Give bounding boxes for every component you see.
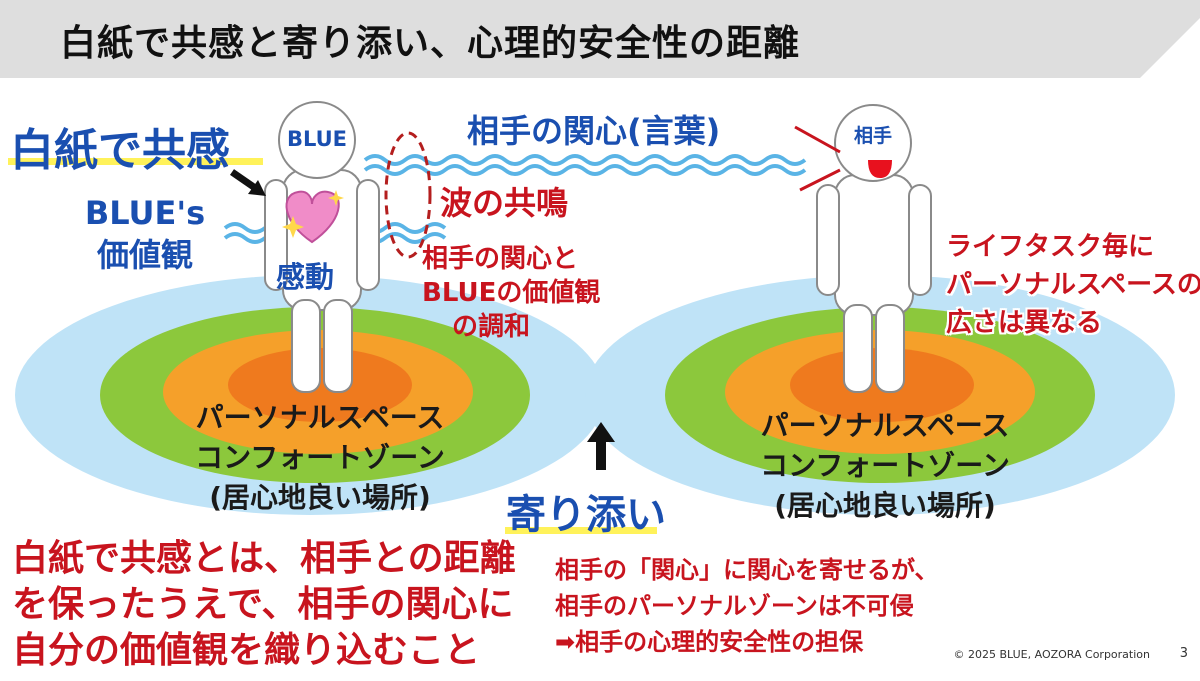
blue-head-label: BLUE: [286, 127, 348, 151]
underline-yorisoi: [505, 527, 657, 534]
harmony-line-3: の調和: [452, 312, 531, 342]
zone-right-line-1: パーソナルスペース: [760, 409, 1010, 442]
lifestage-label: ライフタスク毎に パーソナルスペースの 広さは異なる: [946, 228, 1200, 342]
kandou-label: 感動: [276, 260, 335, 294]
up-arrow-icon: [587, 422, 615, 470]
partner-interest-label: 相手の関心(言葉): [467, 112, 721, 150]
zone-label-right: パーソナルスペース コンフォートゾーン (居心地良い場所): [720, 406, 1050, 526]
blue-values-label: BLUE's 価値観: [60, 192, 230, 276]
definition-line-1: 白紙で共感とは、相手との距離: [12, 538, 516, 579]
zone-left-line-2: コンフォートゾーン: [195, 441, 445, 474]
wave-resonance-label: 波の共鳴: [440, 184, 569, 222]
resonance-dashed-ellipse: [384, 131, 432, 259]
blank-empathy-heading: 白紙で共感: [10, 125, 230, 176]
blue-values-line-1: BLUE's: [84, 194, 206, 232]
harmony-line-2: BLUEの価値観: [422, 278, 601, 308]
sparkle-icon: [282, 216, 304, 238]
lifestage-line-2: パーソナルスペースの: [946, 270, 1200, 300]
zone-left-line-1: パーソナルスペース: [195, 401, 445, 434]
page-title: 白紙で共感と寄り添い、心理的安全性の距離: [60, 23, 801, 64]
zone-right-line-3: (居心地良い場所): [774, 489, 996, 522]
zone-left-line-3: (居心地良い場所): [209, 481, 431, 514]
underline-blank-empathy: [8, 158, 263, 165]
definition-line-3: 自分の価値観を織り込むこと: [12, 630, 481, 671]
copyright-footer: © 2025 BLUE, AOZORA Corporation: [953, 648, 1151, 661]
zone-label-left: パーソナルスペース コンフォートゾーン (居心地良い場所): [155, 398, 485, 518]
page-number: 3: [1179, 646, 1188, 661]
sparkle-icon: [328, 190, 344, 206]
harmony-line-1: 相手の関心と: [422, 244, 579, 274]
partner-head-label: 相手: [853, 125, 892, 147]
lifestage-line-1: ライフタスク毎に: [946, 232, 1155, 262]
blue-values-line-2: 価値観: [96, 236, 193, 274]
definition-line-2: を保ったうえで、相手の関心に: [12, 584, 514, 625]
left-zone-rings: [15, 275, 605, 515]
partner-mouth: [868, 160, 892, 178]
yorisoi-label: 寄り添い: [506, 492, 666, 538]
arrow-to-heart-icon: [230, 169, 266, 196]
definition-text: 白紙で共感とは、相手との距離 を保ったうえで、相手の関心に 自分の価値観を織り込…: [12, 536, 516, 674]
heart-icon: [285, 190, 340, 244]
speech-lines: [794, 125, 841, 192]
partner-person-figure: [816, 104, 932, 393]
note-line-3: ➡相手の心理的安全性の担保: [555, 628, 864, 656]
note-line-2: 相手のパーソナルゾーンは不可侵: [555, 592, 914, 620]
harmony-label: 相手の関心と BLUEの価値観 の調和: [422, 242, 600, 344]
safety-note: 相手の「関心」に関心を寄せるが、 相手のパーソナルゾーンは不可侵 ➡相手の心理的…: [555, 552, 939, 660]
title-bar-shape: [0, 0, 1200, 78]
zone-right-line-2: コンフォートゾーン: [760, 449, 1010, 482]
note-line-1: 相手の「関心」に関心を寄せるが、: [555, 556, 939, 584]
lifestage-line-3: 広さは異なる: [946, 308, 1103, 338]
